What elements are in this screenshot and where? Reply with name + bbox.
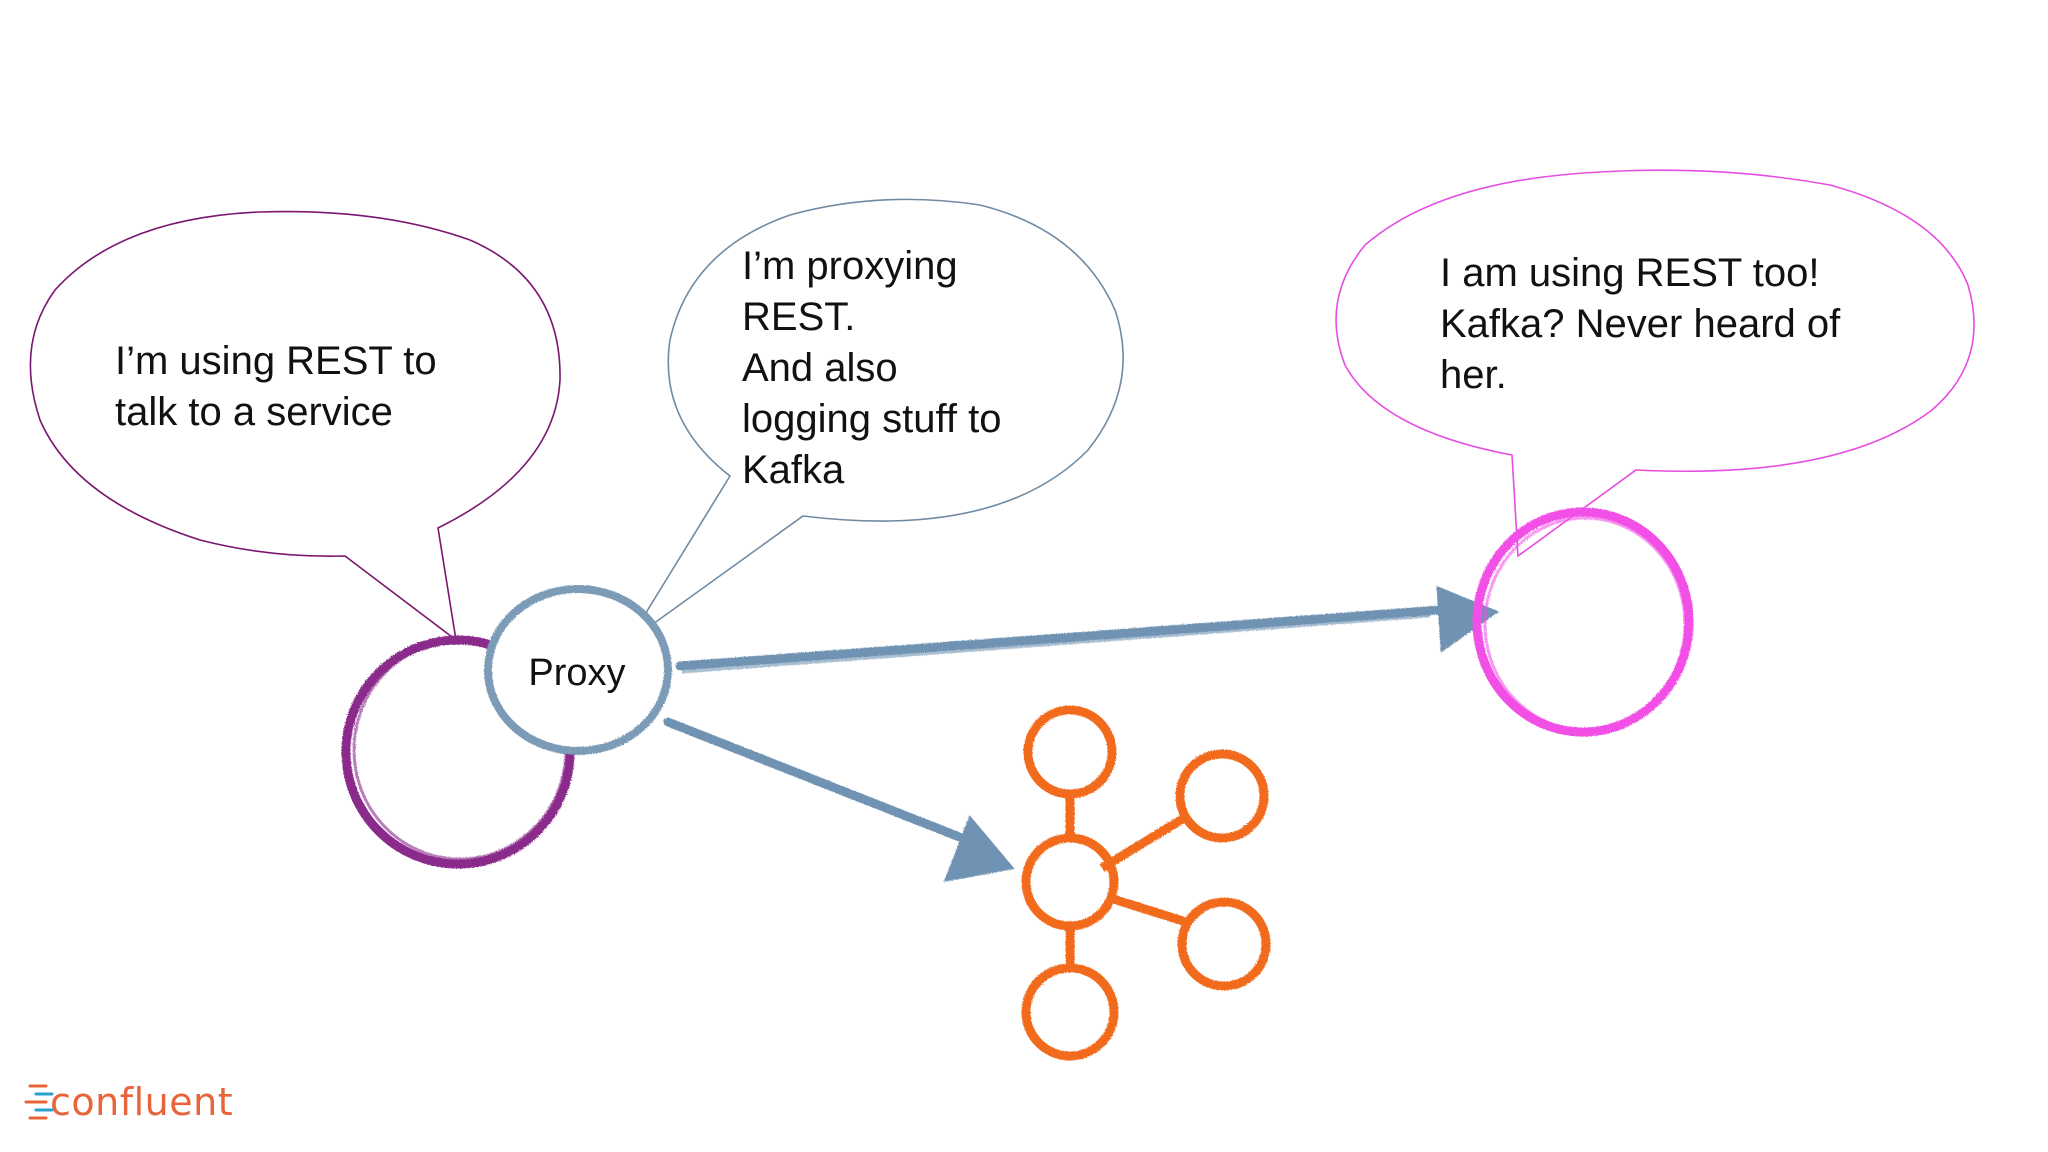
kafka-node-lower-right — [1177, 897, 1271, 991]
proxy-bubble-line-5: Kafka — [742, 448, 845, 492]
confluent-mark-icon — [24, 1084, 54, 1120]
client-bubble-line-2: talk to a service — [115, 390, 393, 434]
proxy-bubble-line-4: logging stuff to — [742, 397, 1001, 441]
proxy-bubble-line-3: And also — [742, 346, 898, 390]
proxy-node: Proxy — [484, 585, 672, 755]
proxy-to-kafka-arrowhead — [943, 815, 1015, 882]
proxy-to-service-arrowhead — [1436, 585, 1500, 653]
kafka-cluster-icon — [1021, 705, 1271, 1061]
proxy-to-service-arrow — [675, 585, 1500, 674]
proxy-to-kafka-arrow-line — [663, 717, 967, 843]
service-bubble-line-3: her. — [1440, 353, 1507, 397]
proxy-bubble-text: I’m proxying REST. And also logging stuf… — [742, 244, 1013, 492]
proxy-to-service-arrow-line — [675, 605, 1445, 671]
proxy-bubble-line-2: REST. — [742, 295, 855, 339]
service-bubble-line-2: Kafka? Never heard of — [1440, 302, 1841, 346]
proxy-label: Proxy — [528, 652, 625, 694]
service-speech-bubble: I am using REST too! Kafka? Never heard … — [1335, 169, 1975, 558]
client-bubble-text: I’m using REST to talk to a service — [115, 339, 448, 434]
confluent-logo: confluent — [24, 1080, 233, 1124]
service-bubble-line-1: I am using REST too! — [1440, 251, 1819, 295]
service-circle — [1472, 507, 1694, 737]
proxy-circle — [484, 585, 672, 755]
kafka-edge-lower-right — [1108, 893, 1188, 927]
confluent-wordmark: confluent — [50, 1080, 233, 1124]
service-bubble-shape — [1335, 169, 1975, 558]
kafka-edge-upper-right — [1099, 814, 1187, 872]
proxy-speech-bubble: I’m proxying REST. And also logging stuf… — [627, 198, 1124, 643]
proxy-to-kafka-arrow — [663, 717, 1015, 882]
client-bubble-line-1: I’m using REST to — [115, 339, 437, 383]
proxy-bubble-shape — [627, 198, 1124, 643]
service-bubble-text: I am using REST too! Kafka? Never heard … — [1440, 251, 1851, 397]
kafka-node-bottom — [1021, 963, 1119, 1061]
kafka-node-center — [1021, 833, 1119, 931]
proxy-bubble-line-1: I’m proxying — [742, 244, 958, 288]
kafka-node-upper-right — [1175, 749, 1269, 843]
client-speech-bubble: I’m using REST to talk to a service — [29, 210, 561, 642]
kafka-node-top — [1023, 705, 1117, 799]
service-node — [1472, 507, 1694, 737]
client-bubble-shape — [29, 210, 561, 642]
